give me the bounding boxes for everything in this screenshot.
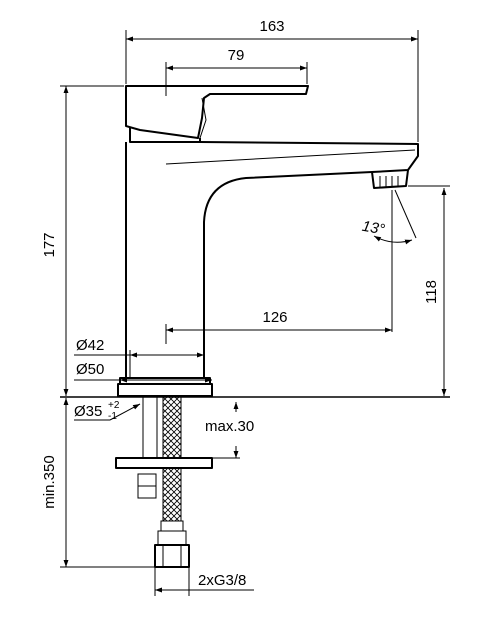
dimension-lines (60, 30, 450, 596)
connection-label: 2xG3/8 (198, 572, 246, 589)
hole-tolerance-plus: +2 (108, 400, 120, 411)
spout-reach-label: 126 (262, 309, 287, 326)
base-diameter-50-label: Ø50 (76, 361, 104, 378)
min-hose-label: min.350 (41, 455, 58, 508)
hole-diameter-label: Ø35 (74, 403, 102, 420)
height-label: 177 (41, 232, 58, 257)
base-plate (60, 377, 450, 398)
spout-height-label: 118 (423, 280, 440, 304)
under-counter-parts (115, 396, 213, 568)
hole-tolerance-minus: -1 (108, 411, 117, 422)
overall-length-label: 163 (259, 18, 284, 35)
base-diameter-42-label: Ø42 (76, 337, 104, 354)
handle-length-label: 79 (228, 47, 245, 64)
max-thickness-label: max.30 (205, 418, 254, 435)
faucet-body (125, 85, 419, 379)
angle-label: 13° (361, 218, 386, 239)
